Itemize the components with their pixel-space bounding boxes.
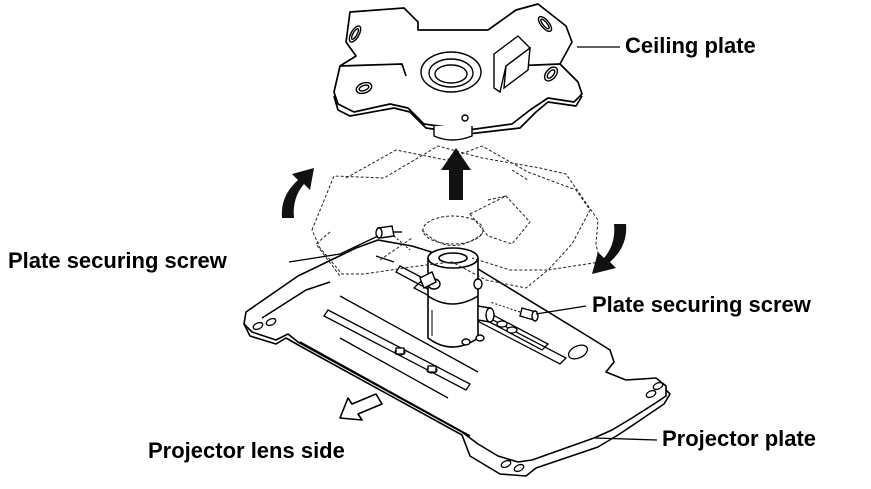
plate-securing-screw-right-label: Plate securing screw [592,292,811,317]
projector-plate-details [252,255,664,473]
lens-direction-arrow-icon [339,393,383,421]
projector-plate [243,239,671,477]
leader-projector-plate [594,437,658,441]
leader-screw-left [288,235,379,263]
ceiling-plate-details [348,15,559,141]
plate-securing-screw-right [519,307,539,322]
leader-screw-right [535,305,587,315]
plate-securing-screw-left [375,225,402,239]
slot-screws [394,320,518,374]
rotate-arrow-right-icon [592,224,627,274]
rotate-arrow-left-icon [281,168,314,218]
mount-column [427,247,479,348]
plate-securing-screw-left-label: Plate securing screw [8,248,227,273]
ceiling-plate-label: Ceiling plate [625,33,756,58]
column-screws [419,271,495,346]
projector-lens-side-label: Projector lens side [148,438,345,463]
projector-plate-label: Projector plate [662,426,817,451]
leader-lines [288,46,658,441]
screw-guide-lines [393,235,521,313]
lift-arrow-icon [441,148,471,200]
